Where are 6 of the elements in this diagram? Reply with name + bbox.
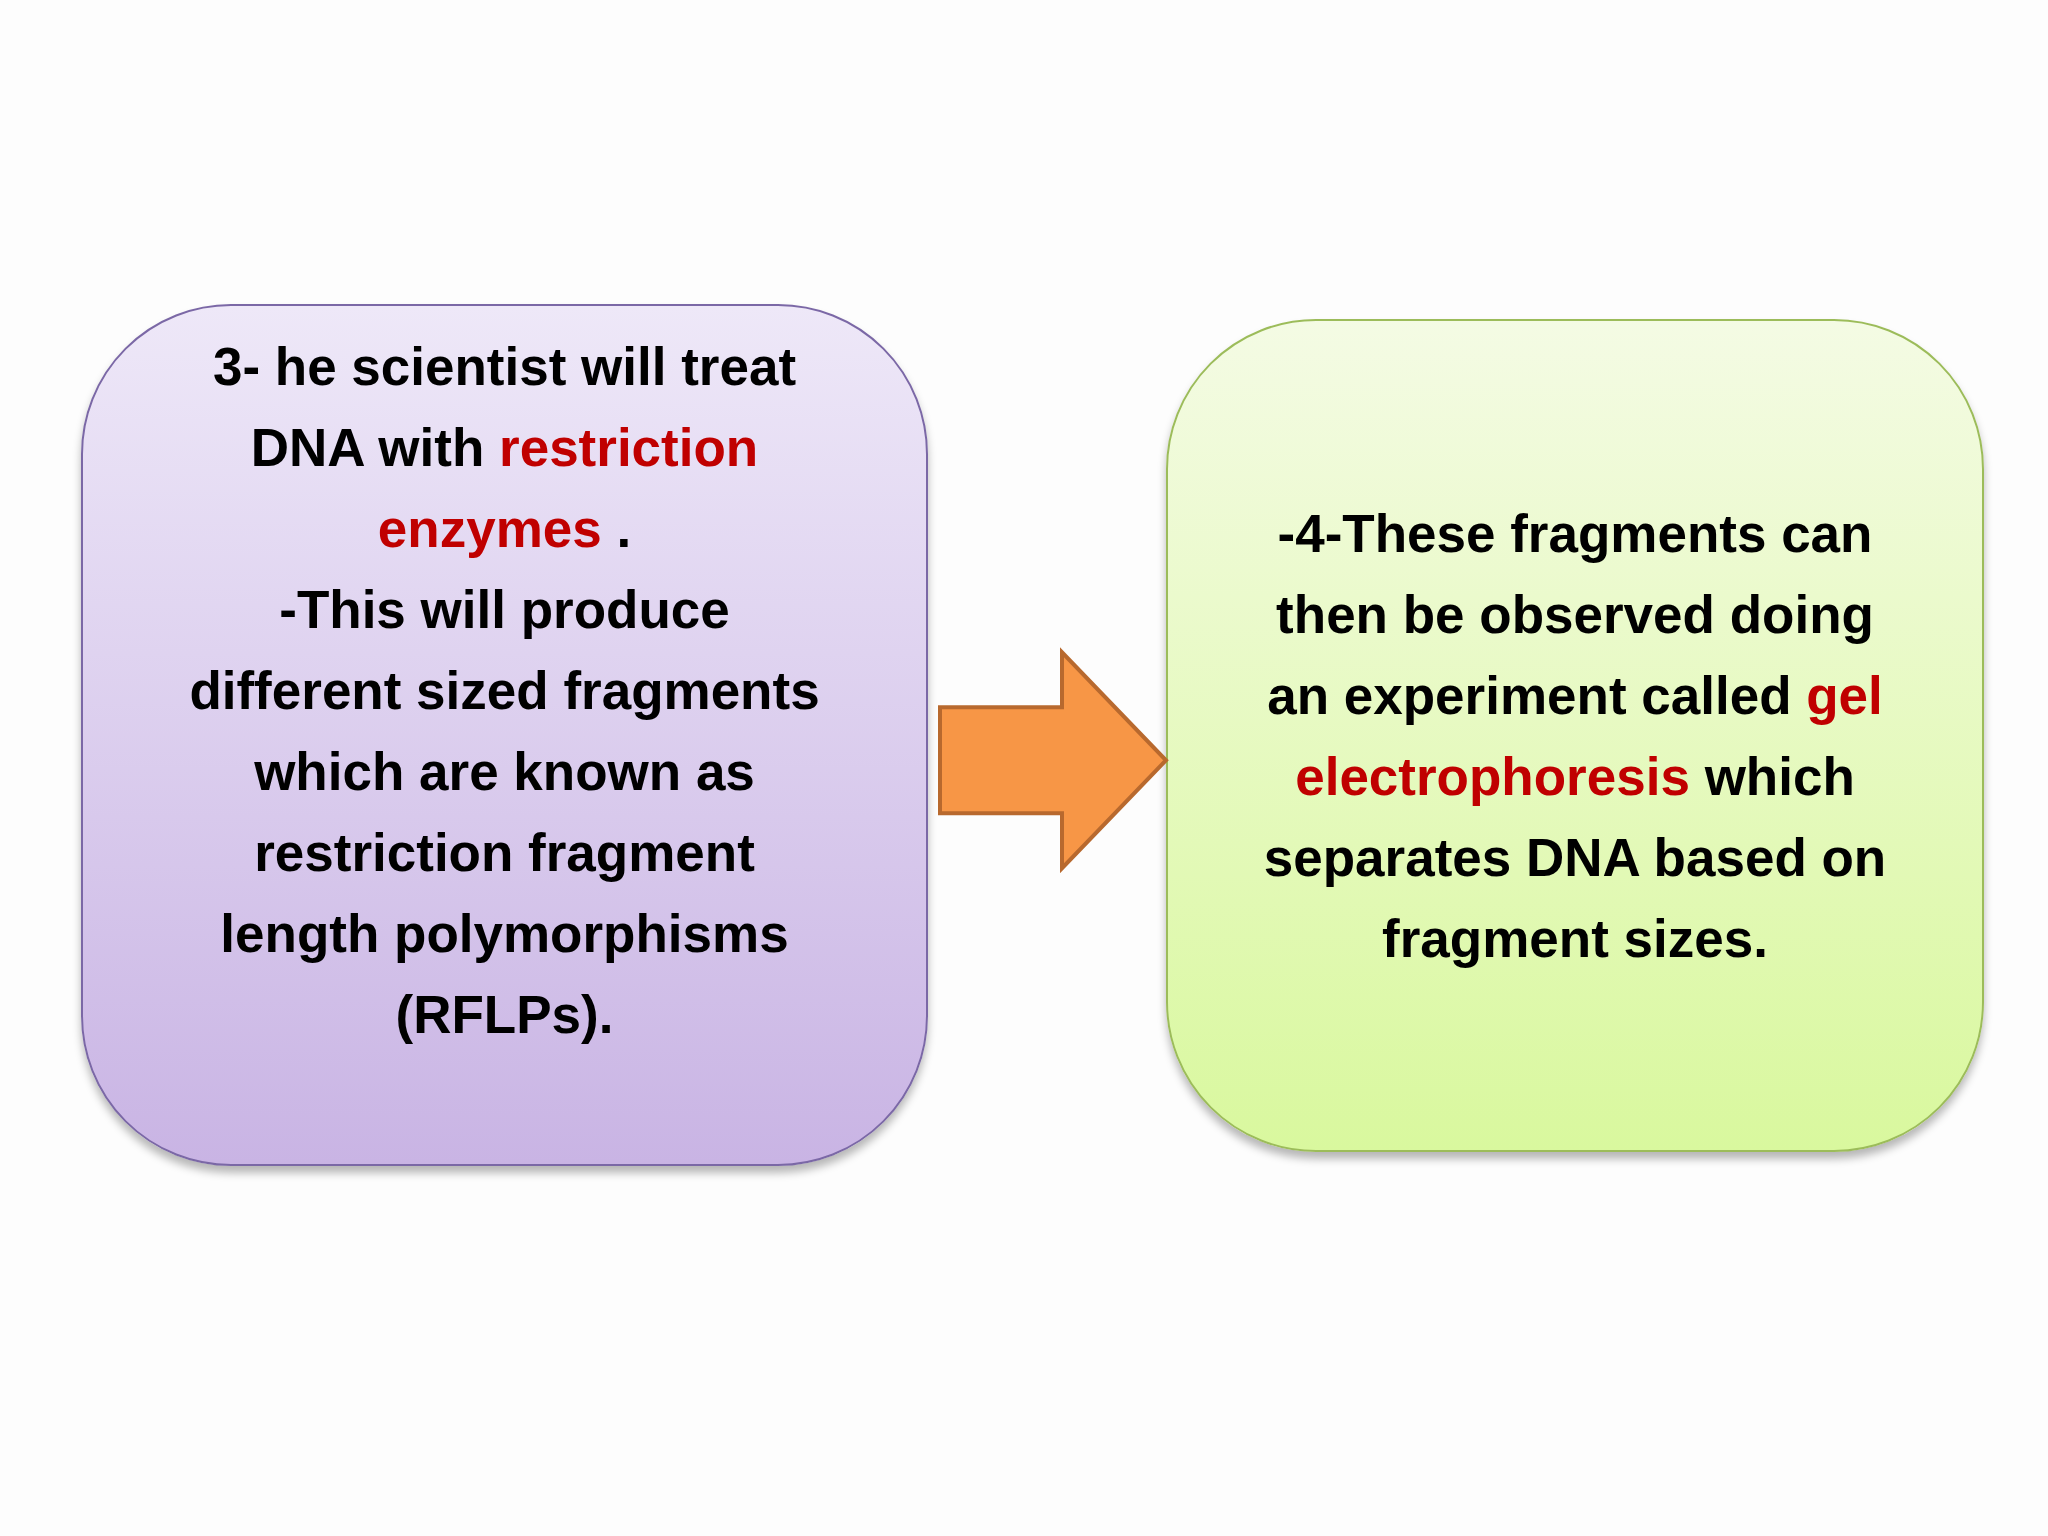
rounded-box [1166, 319, 1984, 1152]
rounded-box [81, 304, 928, 1166]
box-text: -This will produce different sized fragments which are known as restriction fragment length polymorphisms (RFLPs). [188, 578, 821, 1046]
box-text: -4-These fragments can then be observed doing an experiment called gel electrophoresis which separates DNA based on fragment sizes. [1262, 502, 1888, 970]
block-arrow [938, 647, 1169, 874]
box-text: 3- he scientist will treat DNA with restriction enzymes . [211, 335, 798, 560]
